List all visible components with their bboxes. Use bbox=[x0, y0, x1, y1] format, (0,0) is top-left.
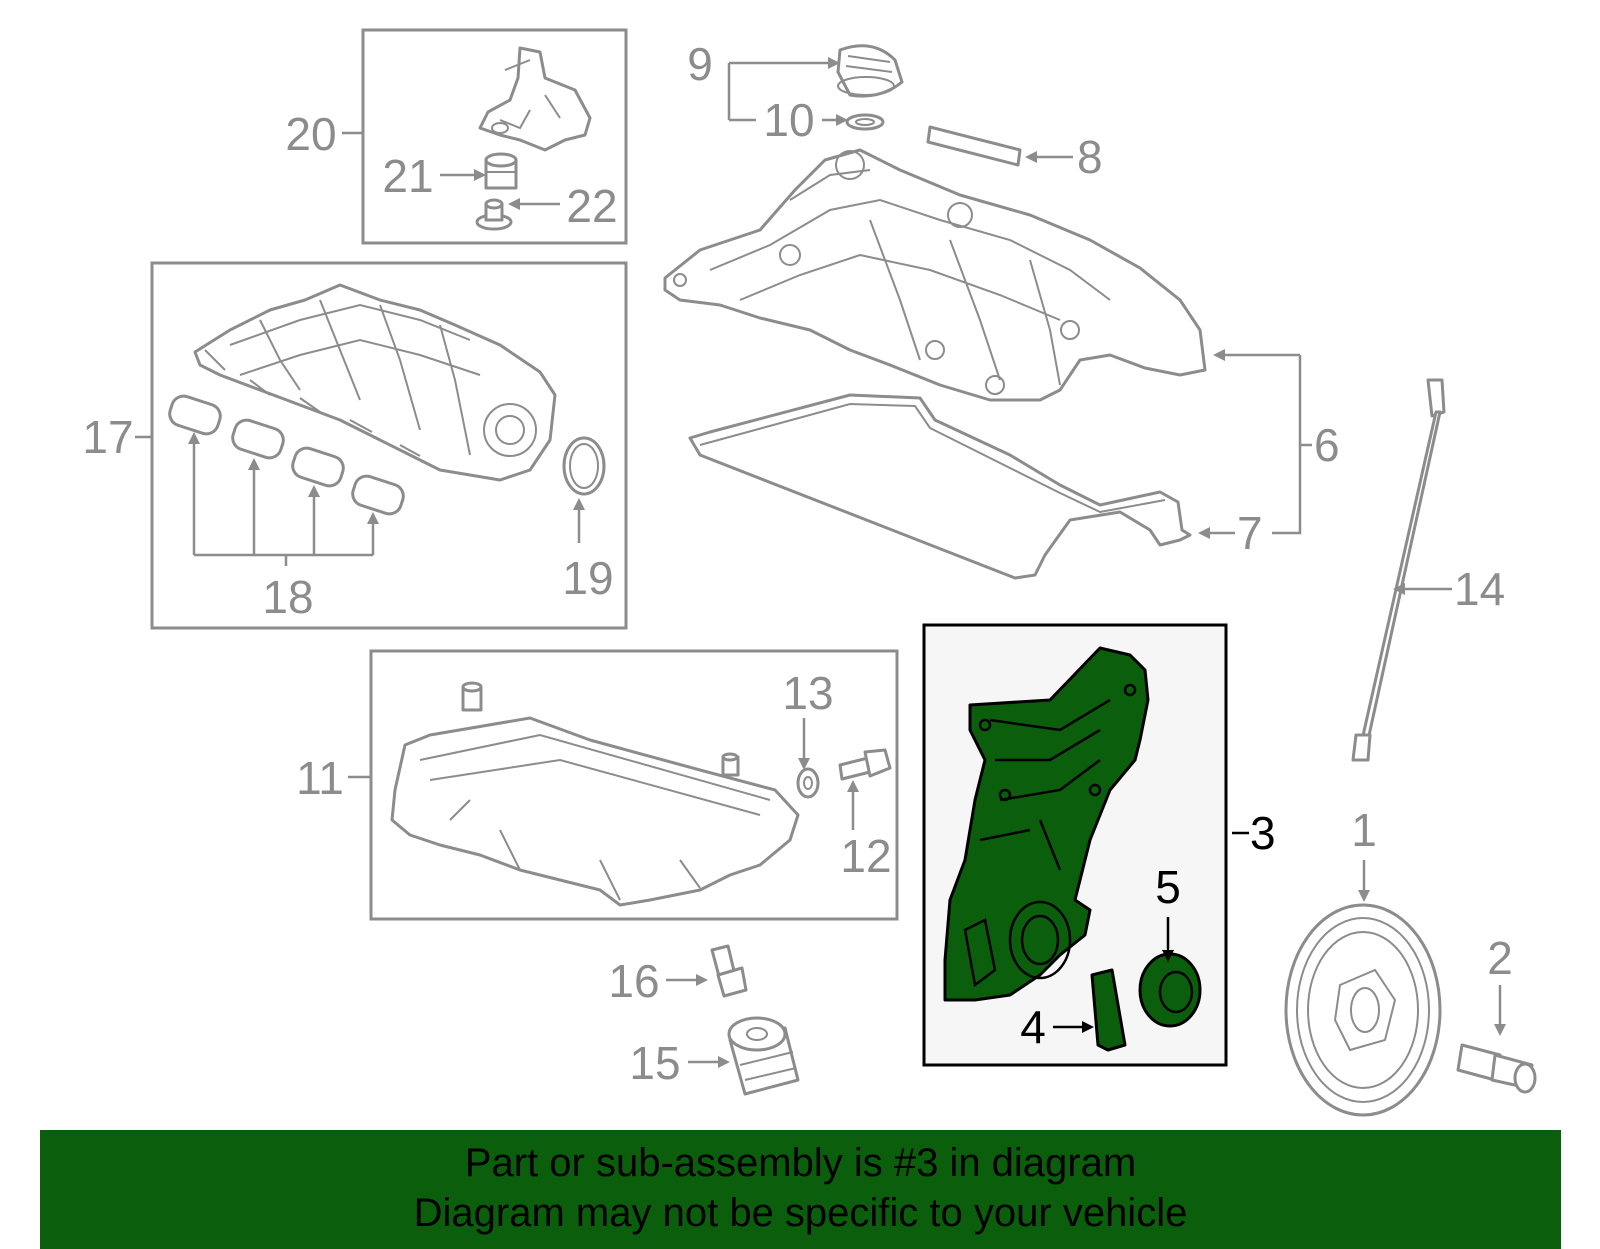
callout-15: 15 bbox=[629, 1037, 680, 1089]
callout-16: 16 bbox=[608, 955, 659, 1007]
cap-seal-part-10 bbox=[845, 113, 885, 131]
gaskets-part-18 bbox=[168, 394, 405, 516]
callout-labels: 1 2 3 4 5 6 7 8 9 10 11 12 13 14 15 16 1… bbox=[82, 38, 1512, 1089]
washer-part-13 bbox=[796, 767, 820, 799]
callout-17: 17 bbox=[82, 411, 133, 463]
oil-filter-part-15 bbox=[727, 1016, 800, 1096]
banner-line-disclaimer: Diagram may not be specific to your vehi… bbox=[413, 1191, 1188, 1235]
seal-strip-part-8 bbox=[926, 125, 1022, 167]
pin-part-22 bbox=[475, 198, 513, 231]
bracket-part-20 bbox=[478, 46, 592, 152]
oil-pan-part-11 bbox=[390, 681, 800, 907]
callout-3: 3 bbox=[1250, 807, 1276, 859]
callout-11: 11 bbox=[296, 752, 344, 804]
callout-2: 2 bbox=[1487, 932, 1513, 984]
callout-7: 7 bbox=[1237, 507, 1263, 559]
callout-4: 4 bbox=[1020, 1001, 1046, 1053]
pulley-bolt-part-2 bbox=[1456, 1043, 1537, 1094]
callout-20: 20 bbox=[285, 108, 336, 160]
callout-6: 6 bbox=[1314, 419, 1340, 471]
drain-bolt-part-12 bbox=[838, 748, 892, 781]
callout-10: 10 bbox=[763, 94, 814, 146]
dipstick-part-14 bbox=[1351, 378, 1446, 762]
valve-cover-gasket-part-7 bbox=[688, 393, 1192, 580]
callout-5: 5 bbox=[1155, 861, 1181, 913]
banner-line-part-number: Part or sub-assembly is #3 in diagram bbox=[464, 1141, 1137, 1185]
seal-part-4 bbox=[1090, 968, 1127, 1052]
callout-19: 19 bbox=[562, 552, 613, 604]
crank-pulley-part-1 bbox=[1284, 903, 1442, 1117]
o-ring-part-19 bbox=[562, 436, 606, 496]
oil-sensor-part-16 bbox=[710, 944, 748, 998]
disclaimer-banner: Part or sub-assembly is #3 in diagram Di… bbox=[40, 1130, 1561, 1249]
callout-22: 22 bbox=[566, 180, 617, 232]
callout-21: 21 bbox=[382, 150, 433, 202]
valve-cover-part-6 bbox=[663, 148, 1207, 402]
callout-13: 13 bbox=[782, 667, 833, 719]
crank-seal-part-5 bbox=[1138, 952, 1202, 1028]
callout-14: 14 bbox=[1454, 563, 1505, 615]
callout-18: 18 bbox=[262, 571, 313, 623]
callout-9: 9 bbox=[687, 38, 713, 90]
intake-manifold-part-17 bbox=[193, 283, 557, 482]
grommet-part-21 bbox=[484, 152, 518, 190]
callout-8: 8 bbox=[1077, 131, 1103, 183]
callout-12: 12 bbox=[840, 830, 891, 882]
oil-cap-part-9 bbox=[836, 44, 904, 98]
timing-cover-part-3 bbox=[943, 646, 1150, 1002]
leader-lines bbox=[135, 57, 1506, 1068]
callout-1: 1 bbox=[1351, 804, 1377, 856]
